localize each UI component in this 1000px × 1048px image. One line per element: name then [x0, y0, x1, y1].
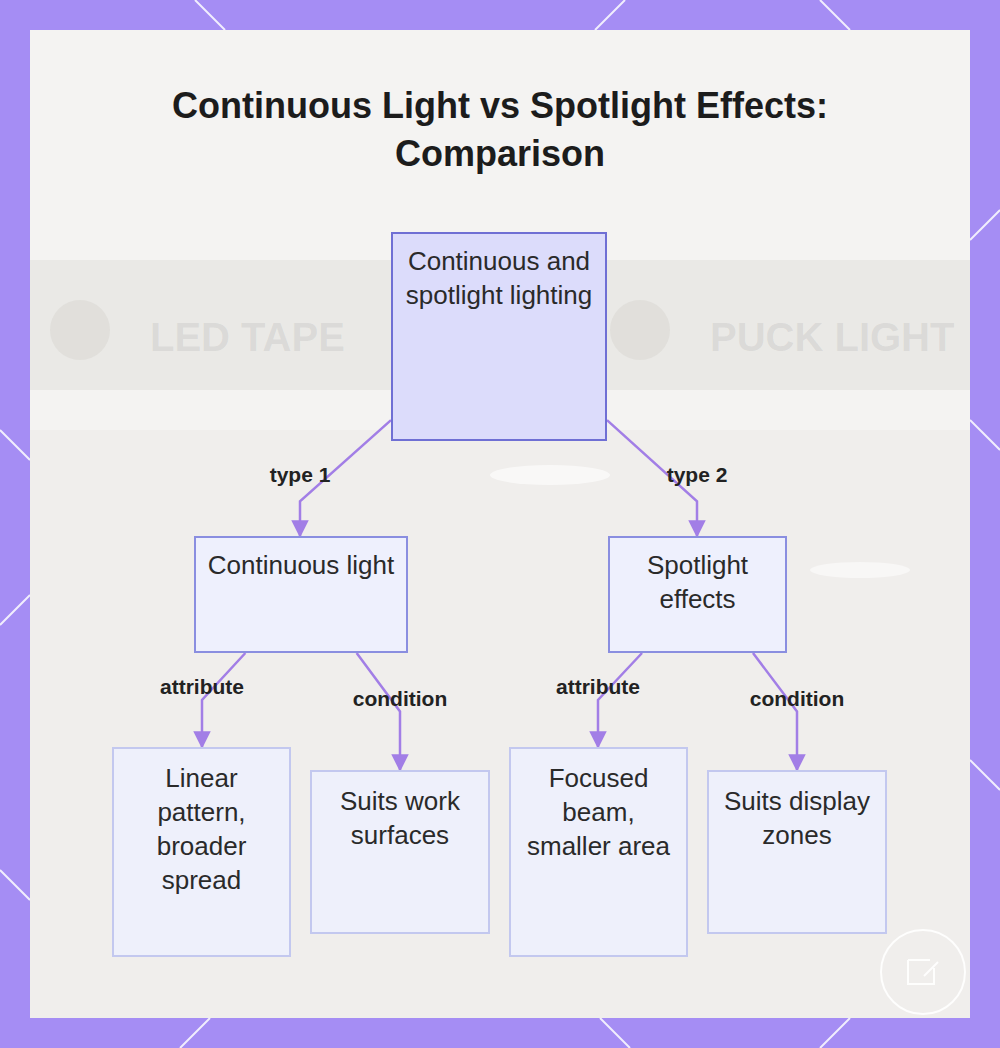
edge-label: attribute	[556, 675, 640, 699]
node-label: Continuous and spotlight lighting	[403, 244, 595, 312]
node-label: Suits display zones	[719, 784, 875, 852]
category-box: Continuous light	[194, 536, 408, 653]
connector	[598, 653, 642, 747]
detail-box: Focused beam, smaller area	[509, 747, 688, 957]
detail-box: Suits display zones	[707, 770, 887, 934]
root-box: Continuous and spotlight lighting	[391, 232, 607, 441]
node-label: Suits work surfaces	[322, 784, 478, 852]
node-label: Focused beam, smaller area	[521, 761, 676, 863]
edge-label: condition	[750, 687, 844, 711]
connector	[357, 653, 400, 770]
category-box: Spotlight effects	[608, 536, 787, 653]
edge-label: condition	[353, 687, 447, 711]
diagram-title: Continuous Light vs Spotlight Effects: C…	[130, 82, 870, 178]
background-watermark: PUCK LIGHT	[710, 315, 954, 360]
node-label: Linear pattern, broader spread	[124, 761, 279, 897]
detail-box: Suits work surfaces	[310, 770, 490, 934]
connector	[753, 653, 797, 770]
background-watermark: LED TAPE	[150, 315, 345, 360]
node-label: Spotlight effects	[620, 548, 775, 616]
detail-box: Linear pattern, broader spread	[112, 747, 291, 957]
edge-label: attribute	[160, 675, 244, 699]
edge-label: type 2	[667, 463, 728, 487]
edge-label: type 1	[270, 463, 331, 487]
connector	[202, 653, 245, 747]
node-label: Continuous light	[208, 548, 394, 582]
